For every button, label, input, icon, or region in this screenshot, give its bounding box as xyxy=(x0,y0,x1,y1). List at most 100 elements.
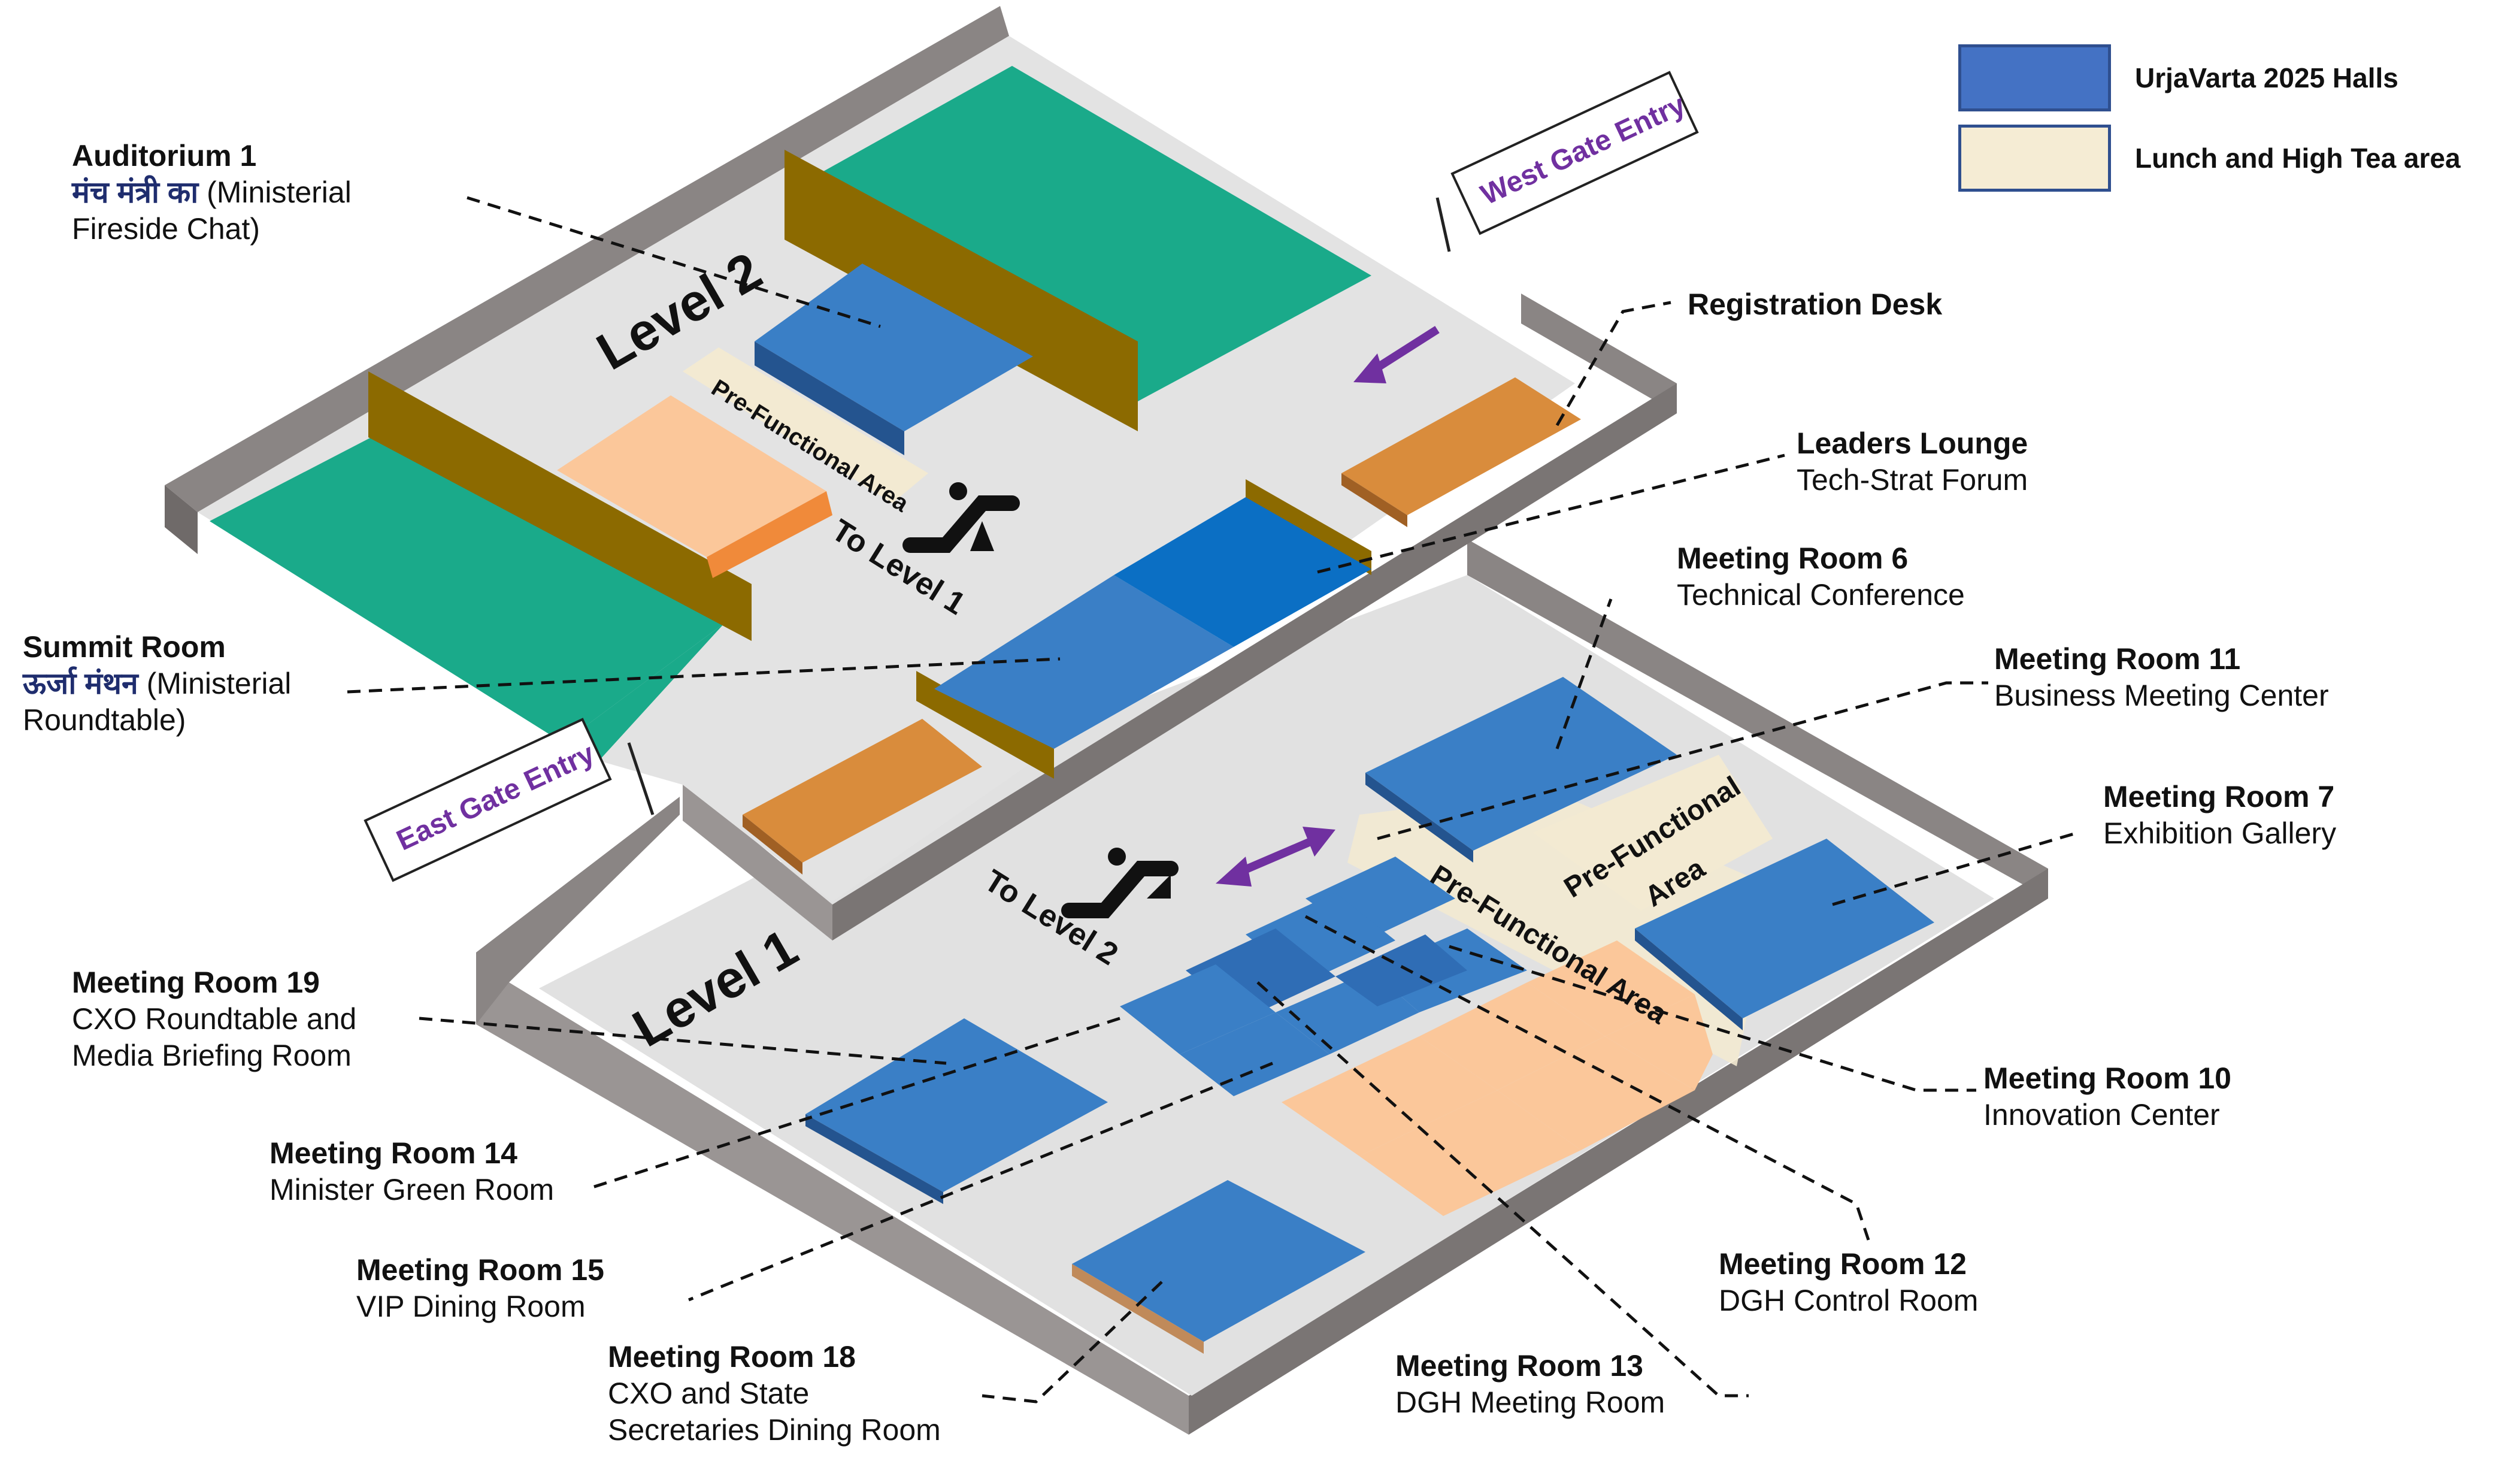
east-desk-edge xyxy=(743,815,802,875)
meeting-room-18-name: Meeting Room 18 xyxy=(608,1340,856,1374)
legend: UrjaVarta 2025 Halls Lunch and High Tea … xyxy=(1958,42,2461,202)
teal-area-top xyxy=(808,66,1371,401)
meeting-room-11-name: Meeting Room 11 xyxy=(1994,642,2241,676)
meeting-room-14-sub: Minister Green Room xyxy=(269,1173,555,1206)
label-meeting-room-15: Meeting Room 15 VIP Dining Room xyxy=(356,1252,604,1325)
leaders-lounge-sub: Tech-Strat Forum xyxy=(1797,463,2028,497)
level-2-lunch-edge xyxy=(707,491,832,578)
meeting-room-15-name: Meeting Room 15 xyxy=(356,1253,604,1287)
label-meeting-room-12: Meeting Room 12 DGH Control Room xyxy=(1719,1246,1978,1319)
meeting-room-18-edge xyxy=(1072,1264,1204,1354)
meeting-room-18-sub1: CXO and State xyxy=(608,1377,810,1410)
label-meeting-room-14: Meeting Room 14 Minister Green Room xyxy=(269,1135,554,1208)
meeting-room-13-sub: DGH Meeting Room xyxy=(1395,1386,1665,1419)
legend-swatch-halls xyxy=(1958,44,2111,111)
label-meeting-room-19: Meeting Room 19 CXO Roundtable and Media… xyxy=(72,964,356,1074)
registration-desk-block xyxy=(1341,377,1581,515)
auditorium-1-hindi: मंच मंत्री का xyxy=(72,176,199,209)
west-gate-sign: West Gate Entry xyxy=(1450,71,1699,235)
teal-area-bottom-edge xyxy=(563,623,725,761)
level-1-wall-left xyxy=(476,797,680,1024)
teal-area-bottom xyxy=(210,437,725,743)
legend-item-lunch: Lunch and High Tea area xyxy=(1958,122,2461,194)
lunch-area-e xyxy=(1527,940,1695,1036)
label-meeting-room-10: Meeting Room 10 Innovation Center xyxy=(1983,1060,2231,1133)
meeting-room-7-sub: Exhibition Gallery xyxy=(2103,816,2337,850)
label-meeting-room-7: Meeting Room 7 Exhibition Gallery xyxy=(2103,779,2336,852)
level-1-prefunctional-right xyxy=(1533,755,1773,911)
auditorium-1-block xyxy=(755,264,1033,431)
meeting-room-10-name: Meeting Room 10 xyxy=(1983,1061,2231,1095)
label-leaders-lounge: Leaders Lounge Tech-Strat Forum xyxy=(1797,425,2028,498)
summit-room-hindi: ऊर्जा मंथन xyxy=(23,667,138,700)
meeting-room-6-edge xyxy=(1365,773,1473,863)
summit-room-name: Summit Room xyxy=(23,630,226,664)
label-meeting-room-6: Meeting Room 6 Technical Conference xyxy=(1677,540,1965,613)
meeting-room-14-name: Meeting Room 14 xyxy=(269,1136,517,1170)
meeting-room-14-block xyxy=(1180,1012,1329,1096)
meeting-room-11-sub: Business Meeting Center xyxy=(1994,679,2329,712)
leader-lines xyxy=(347,196,2079,1404)
level-2-wall-right xyxy=(1521,294,1677,413)
meeting-room-7-edge xyxy=(1635,928,1743,1030)
lunch-area-a xyxy=(1282,1036,1497,1156)
east-desk-block xyxy=(743,719,982,863)
label-meeting-room-11: Meeting Room 11 Business Meeting Center xyxy=(1994,641,2329,714)
summit-room-line1: (Ministerial xyxy=(138,667,292,700)
legend-label-halls: UrjaVarta 2025 Halls xyxy=(2135,62,2398,93)
auditorium-1-desc: मंच मंत्री का (Ministerial xyxy=(72,174,352,211)
level-2-wall-front xyxy=(832,383,1677,940)
meeting-room-6-name: Meeting Room 6 xyxy=(1677,542,1909,575)
meeting-room-19-sub1: CXO Roundtable and xyxy=(72,1002,357,1036)
lunch-area-d xyxy=(1497,1036,1695,1150)
legend-item-halls: UrjaVarta 2025 Halls xyxy=(1958,42,2461,114)
meeting-room-15-sub: VIP Dining Room xyxy=(356,1290,586,1323)
escalator-up-icon xyxy=(1061,848,1179,918)
meeting-room-19-block xyxy=(805,1018,1108,1192)
meeting-room-19-name: Meeting Room 19 xyxy=(72,966,320,999)
summit-room-block xyxy=(934,575,1234,749)
level-1-outer-front xyxy=(476,982,1189,1435)
meeting-room-13-block xyxy=(1120,964,1276,1054)
level-2-floor xyxy=(165,6,1677,940)
west-gate-post xyxy=(1435,197,1451,252)
meeting-room-7-name: Meeting Room 7 xyxy=(2103,780,2335,813)
level-2-prefunctional-band xyxy=(683,347,928,503)
meeting-room-7-block xyxy=(1635,839,1934,1018)
meeting-room-16-block xyxy=(1335,934,1467,1006)
east-gate-sign: East Gate Entry xyxy=(364,718,612,882)
level-1-wall-back xyxy=(1467,539,2048,899)
level-2-wall-frontleft xyxy=(683,782,832,940)
label-meeting-room-13: Meeting Room 13 DGH Meeting Room xyxy=(1395,1348,1665,1421)
meeting-room-12-name: Meeting Room 12 xyxy=(1719,1247,1967,1281)
meeting-room-6-sub: Technical Conference xyxy=(1677,578,1965,612)
legend-label-lunch: Lunch and High Tea area xyxy=(2135,143,2461,174)
auditorium-1-name: Auditorium 1 xyxy=(72,139,257,173)
label-registration-desk: Registration Desk xyxy=(1688,286,1942,323)
west-gate-arrow-icon xyxy=(1353,326,1440,383)
label-summit-room: Summit Room ऊर्जा मंथन (Ministerial Roun… xyxy=(23,629,291,739)
meeting-room-19-edge xyxy=(805,1114,943,1204)
level-2-wall-left xyxy=(165,485,198,554)
summit-room-desc: ऊर्जा मंथन (Ministerial xyxy=(23,666,291,702)
level-1-floor xyxy=(476,539,2048,1435)
leaders-lounge-block xyxy=(1114,497,1371,647)
meeting-room-18-block xyxy=(1072,1180,1365,1342)
east-gate-post xyxy=(627,742,655,815)
level-connector-arrow-icon xyxy=(1216,827,1335,887)
meeting-room-19-sub2: Media Briefing Room xyxy=(72,1039,352,1072)
meeting-room-6-block xyxy=(1365,677,1677,851)
divider-wall-3 xyxy=(916,671,1054,779)
label-meeting-room-18: Meeting Room 18 CXO and State Secretarie… xyxy=(608,1339,941,1448)
summit-room-line2: Roundtable) xyxy=(23,703,186,737)
divider-wall-1 xyxy=(785,150,1138,431)
divider-wall-2 xyxy=(368,371,752,641)
level-1-wall-right xyxy=(1189,869,2048,1435)
lunch-area-c xyxy=(1359,1090,1581,1216)
label-auditorium-1: Auditorium 1 मंच मंत्री का (Ministerial … xyxy=(72,138,352,247)
lunch-area-b xyxy=(1419,982,1605,1090)
auditorium-1-line2: Fireside Chat) xyxy=(72,212,260,246)
meeting-room-10-sub: Innovation Center xyxy=(1983,1098,2220,1132)
meeting-room-13-name: Meeting Room 13 xyxy=(1395,1349,1643,1383)
